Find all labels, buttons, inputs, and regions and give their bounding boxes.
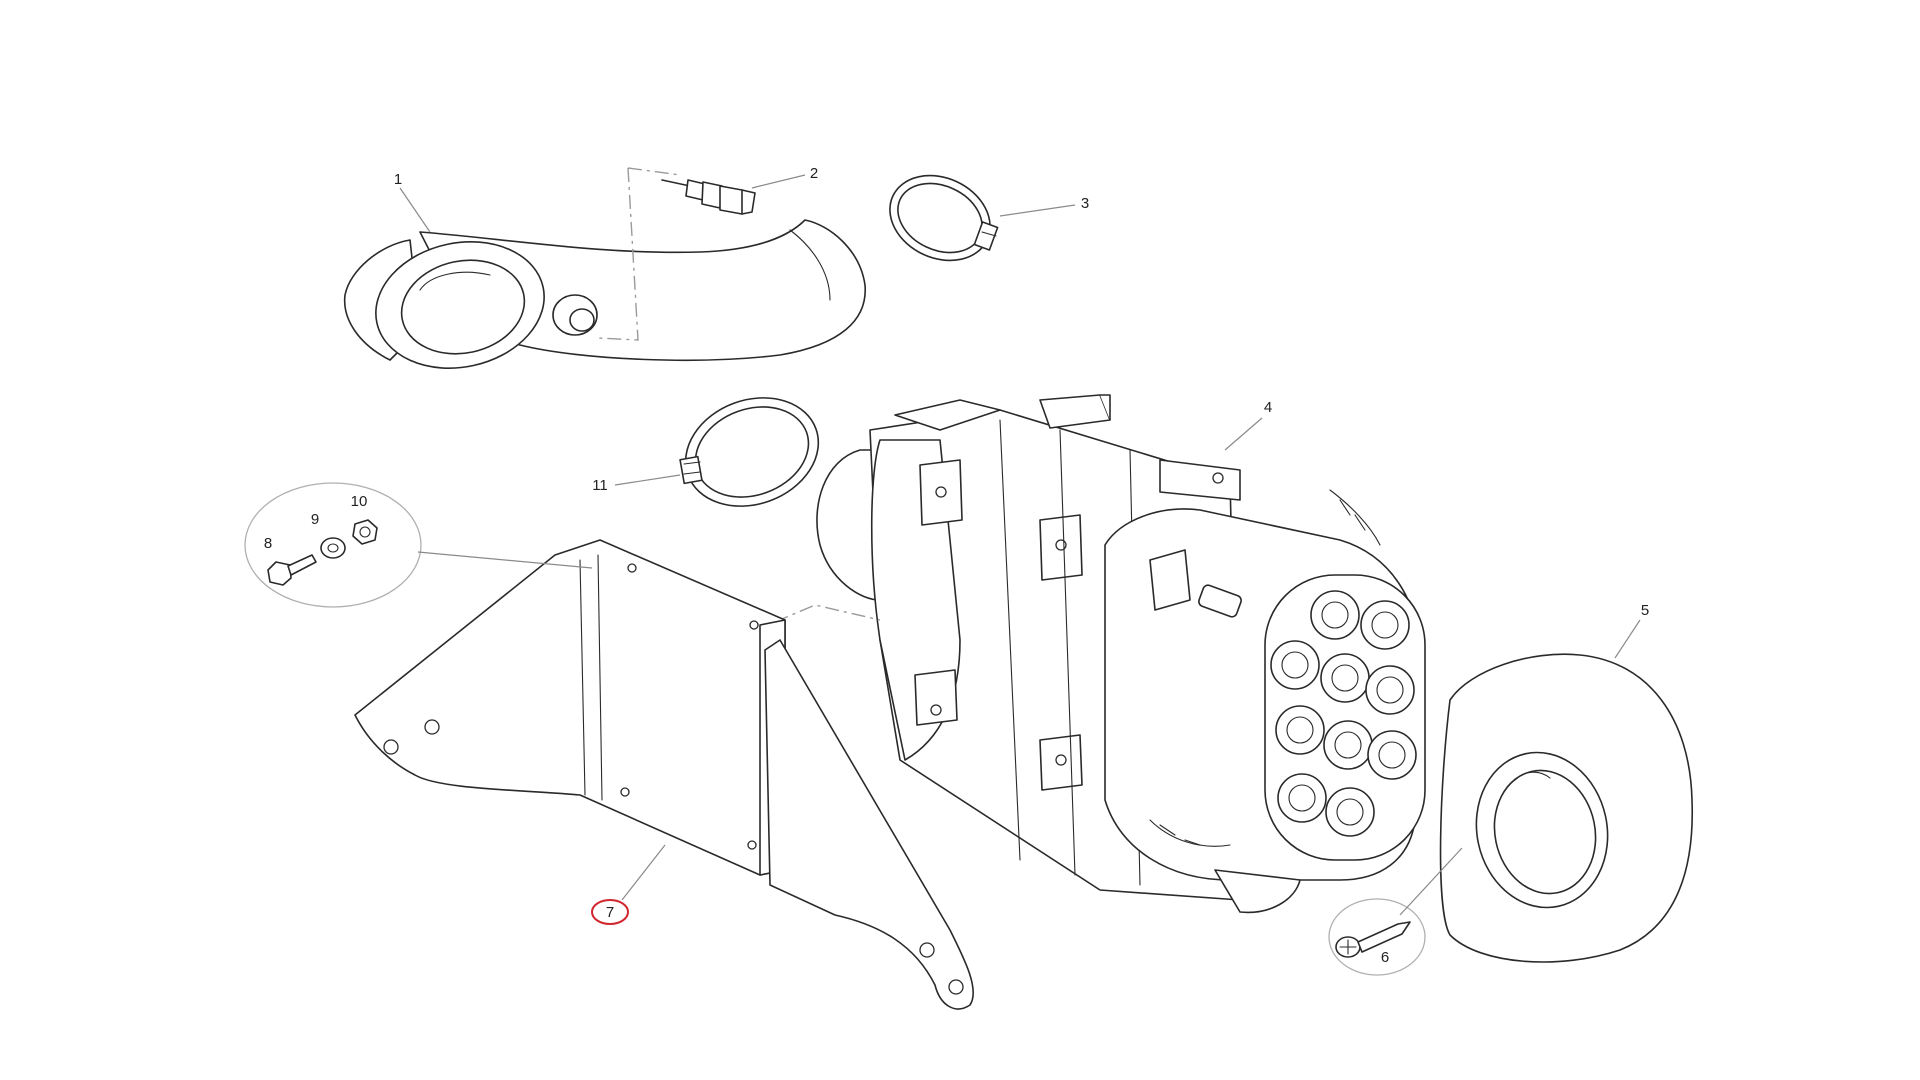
part-4-air-cleaner-assembly[interactable] [816,394,1426,914]
callout-3-label: 3 [1081,195,1089,212]
callout-8-label: 8 [264,535,272,552]
bracket-connection-dash-line [774,604,881,623]
end-cap-valve-grid [1270,590,1417,837]
callout-7-label: 7 [606,904,614,921]
callout-10-label: 10 [351,493,368,510]
callout-11-label: 11 [592,477,608,494]
part-5-outlet-hood[interactable] [1439,653,1694,963]
part-3-hose-clamp[interactable] [876,160,1004,276]
sensor-connection-dash-line [597,167,639,341]
callout-9-label: 9 [311,511,319,528]
callout-5-label: 5 [1641,602,1649,619]
callout-2-label: 2 [810,165,818,182]
part-11-hose-clamp[interactable] [670,380,833,524]
part-2-temperature-sensor[interactable] [661,179,756,215]
part-9-washer[interactable] [320,537,346,559]
callout-1-label: 1 [394,171,402,188]
part-8-bolt[interactable] [267,554,317,586]
part-6-screw[interactable] [1335,921,1411,958]
part-1-intake-hose[interactable] [343,219,866,383]
part-6-screw-detail[interactable] [1328,898,1426,976]
highlight-callout-7-circle[interactable] [591,899,629,925]
part-7-mounting-bracket[interactable] [354,539,974,1010]
callout-4-label: 4 [1264,399,1272,416]
detail-fastener-group[interactable] [244,482,422,608]
callout-6-label: 6 [1381,949,1389,966]
part-10-nut[interactable] [352,519,378,545]
